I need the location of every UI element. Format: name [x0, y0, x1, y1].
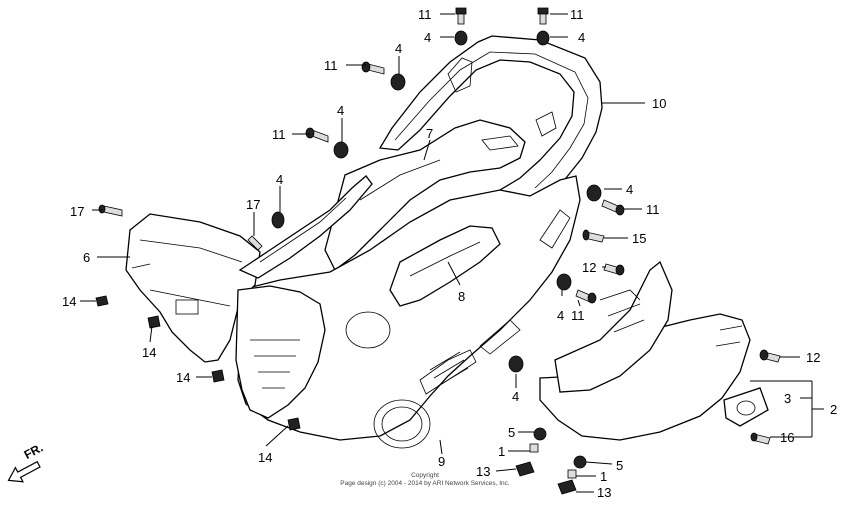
- callout-14: 14: [142, 345, 156, 360]
- copyright-title: Copyright: [411, 472, 439, 479]
- callout-4: 4: [626, 182, 633, 197]
- callout-9: 9: [438, 454, 445, 469]
- callout-14: 14: [62, 294, 76, 309]
- leader-lines: [80, 13, 824, 493]
- callout-15: 15: [632, 231, 646, 246]
- callout-4: 4: [512, 389, 519, 404]
- part-14-liner: [235, 285, 326, 419]
- callout-3: 3: [784, 391, 791, 406]
- callout-11: 11: [418, 7, 432, 22]
- part-8-inner-panel: [389, 225, 501, 307]
- callout-12: 12: [806, 350, 820, 365]
- callout-1: 1: [498, 444, 505, 459]
- callout-11: 11: [571, 308, 585, 323]
- callout-8: 8: [458, 289, 465, 304]
- copyright-notice: Page design (c) 2004 - 2014 by ARI Netwo…: [340, 480, 510, 487]
- callout-10: 10: [652, 96, 666, 111]
- callout-2: 2: [830, 402, 837, 417]
- callouts: 11 4 11 4 4 11 4 11 10 7 4 17 17 6 14 14…: [62, 7, 837, 500]
- callout-14: 14: [176, 370, 190, 385]
- callout-4: 4: [578, 30, 585, 45]
- callout-11: 11: [570, 7, 584, 22]
- part-6-front-cover: [125, 213, 261, 363]
- front-direction-label: FR.: [22, 440, 46, 461]
- callout-4: 4: [557, 308, 564, 323]
- callout-17: 17: [70, 204, 84, 219]
- callout-16: 16: [780, 430, 794, 445]
- part-3-lower-fender: [539, 260, 751, 441]
- callout-11: 11: [272, 127, 286, 142]
- callout-13: 13: [597, 485, 611, 500]
- callout-12: 12: [582, 260, 596, 275]
- front-direction-arrow: FR.: [7, 440, 46, 483]
- callout-14: 14: [258, 450, 272, 465]
- frame-rail-left: [238, 175, 373, 279]
- callout-4: 4: [424, 30, 431, 45]
- callout-7: 7: [426, 126, 433, 141]
- callout-13: 13: [476, 464, 490, 479]
- callout-4: 4: [395, 41, 402, 56]
- callout-4: 4: [337, 103, 344, 118]
- part-3-plate: [723, 387, 769, 427]
- part-7-side-cover: [324, 119, 526, 271]
- callout-5: 5: [508, 425, 515, 440]
- callout-4: 4: [276, 172, 283, 187]
- callout-17: 17: [246, 197, 260, 212]
- callout-11: 11: [646, 202, 660, 217]
- callout-5: 5: [616, 458, 623, 473]
- callout-6: 6: [83, 250, 90, 265]
- fasteners: [95, 7, 781, 495]
- callout-11: 11: [324, 58, 338, 73]
- callout-1: 1: [600, 469, 607, 484]
